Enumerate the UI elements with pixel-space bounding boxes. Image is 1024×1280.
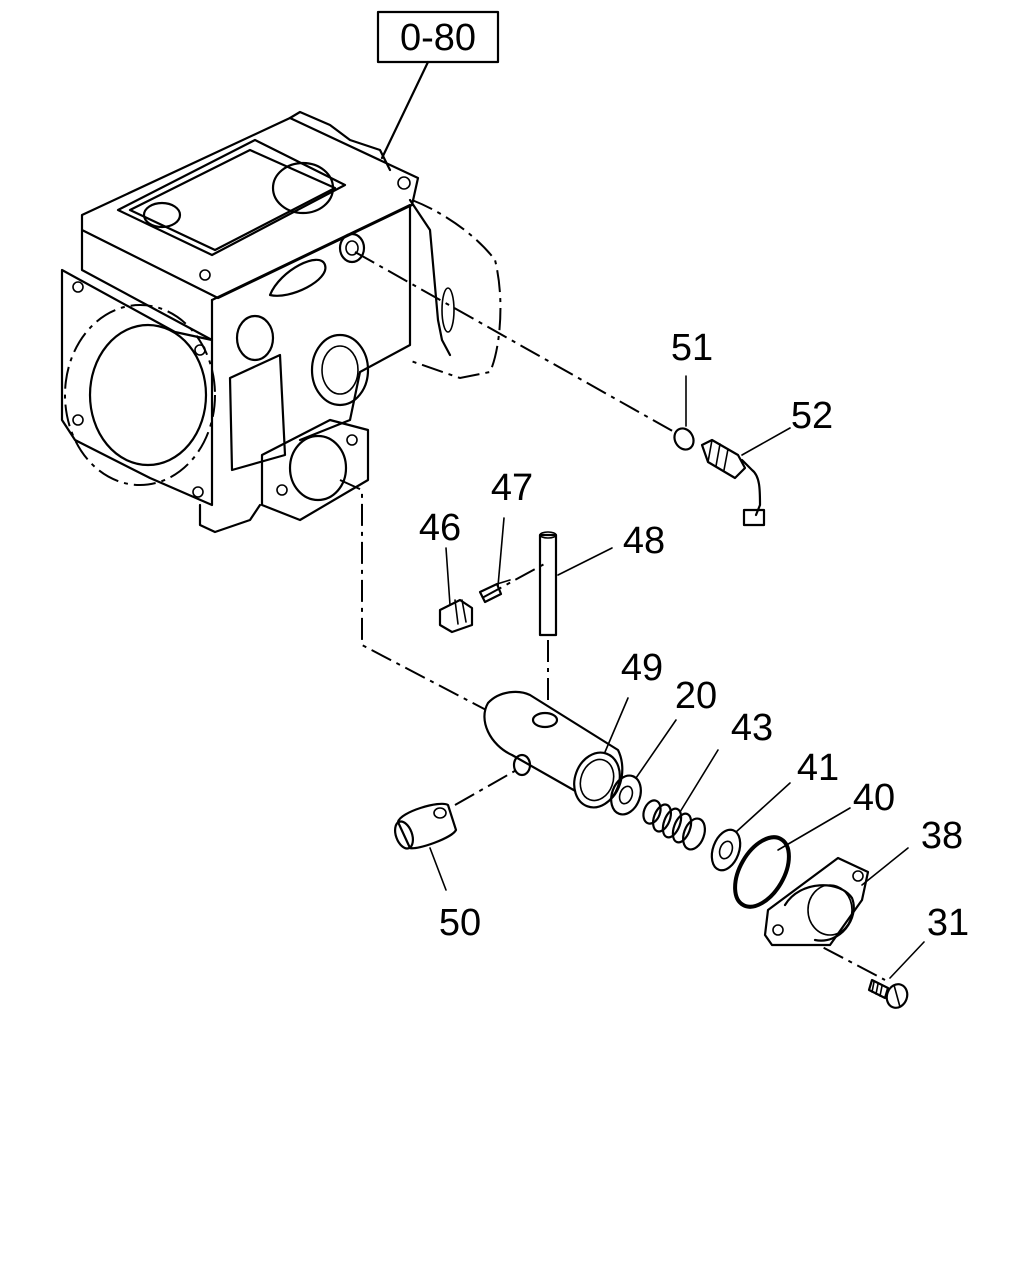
leader-line-48 — [557, 547, 613, 576]
part-label-31: 31 — [927, 902, 969, 944]
part-label-47: 47 — [491, 467, 533, 509]
reference-leader-line — [380, 60, 430, 160]
part-label-50: 50 — [439, 902, 481, 944]
part-label-20: 20 — [675, 675, 717, 717]
part-38-cover[interactable]: 38 — [763, 815, 963, 947]
leader-line-52 — [741, 427, 791, 456]
part-48-pin[interactable]: 48 — [538, 520, 665, 637]
leader-line-50 — [429, 847, 447, 891]
part-31-bolt[interactable]: 31 — [867, 902, 969, 1011]
leader-line-41 — [735, 782, 791, 833]
part-20-washer[interactable]: 20 — [606, 675, 717, 819]
part-label-41: 41 — [797, 747, 839, 789]
reference-code: 0-80 — [400, 17, 476, 59]
leader-line-31 — [889, 941, 925, 979]
reference-box — [376, 10, 500, 64]
leader-line-43 — [679, 749, 719, 813]
part-label-46: 46 — [419, 507, 461, 549]
part-41-washer[interactable]: 41 — [707, 747, 840, 874]
leader-line-20 — [635, 719, 677, 779]
part-label-51: 51 — [671, 327, 713, 369]
part-label-43: 43 — [731, 707, 773, 749]
part-label-38: 38 — [921, 815, 963, 857]
part-50-cap[interactable]: 50 — [392, 802, 481, 944]
leader-line-46 — [445, 547, 451, 606]
part-label-52: 52 — [791, 395, 833, 437]
pump-housing — [60, 110, 502, 534]
part-51-o-ring[interactable]: 51 — [671, 327, 713, 453]
part-label-48: 48 — [623, 520, 665, 562]
leader-line-47 — [497, 517, 505, 587]
alignment-lines — [339, 251, 886, 981]
leader-line-40 — [777, 807, 851, 851]
part-46-clip[interactable]: 46 — [419, 507, 474, 634]
part-label-49: 49 — [621, 647, 663, 689]
part-label-40: 40 — [853, 777, 895, 819]
part-52-sensor[interactable]: 52 — [700, 395, 833, 527]
reference-callout[interactable]: 0-80 — [376, 10, 500, 160]
part-40-o-ring[interactable]: 40 — [724, 777, 895, 916]
part-43-spring[interactable]: 43 — [640, 707, 773, 852]
part-47-screw[interactable]: 47 — [478, 467, 533, 604]
leader-line-49 — [604, 697, 629, 753]
part-49-sleeve[interactable]: 49 — [483, 647, 663, 814]
leader-line-38 — [861, 847, 909, 886]
